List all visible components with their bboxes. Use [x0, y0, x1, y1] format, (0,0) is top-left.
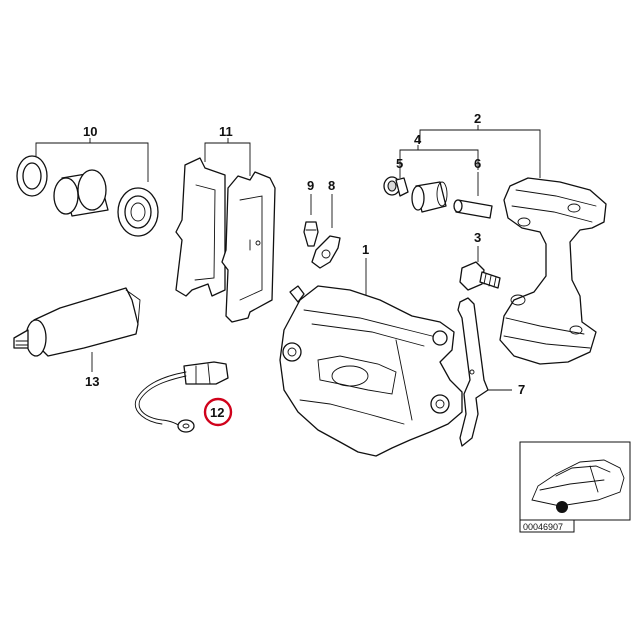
- spring-clip: [457, 297, 489, 447]
- pad-right: [221, 171, 276, 323]
- bolt-head: [459, 261, 485, 291]
- callout-2: 2: [474, 111, 481, 126]
- thumbnail-frame: [519, 441, 631, 521]
- thumbnail-ref-code: 00046907: [523, 522, 563, 532]
- callout-13: 13: [85, 374, 99, 389]
- wheel-marker-icon: [556, 501, 568, 513]
- callout-9: 9: [307, 178, 314, 193]
- tube-cap: [13, 329, 29, 349]
- bracket-11: [204, 142, 251, 176]
- part-9-bleeder-screw[interactable]: [303, 194, 319, 247]
- callout-4: 4: [414, 132, 422, 147]
- callout-8: 8: [328, 178, 335, 193]
- part-12-wear-sensor[interactable]: [134, 361, 229, 433]
- car-silhouette: [531, 459, 625, 507]
- bracket-10: [35, 142, 149, 182]
- part-6-guide-pin[interactable]: [411, 172, 493, 219]
- part-3-bolt[interactable]: [459, 246, 501, 291]
- bracket-2: [419, 129, 541, 178]
- callout-6: 6: [474, 156, 481, 171]
- bracket-4: [399, 149, 479, 172]
- sensor-wire: [138, 375, 187, 429]
- part-5-guide-boot[interactable]: [383, 172, 409, 197]
- sensor-connector: [183, 361, 229, 385]
- bleeder-screw: [303, 221, 319, 247]
- part-8-bleeder-cap[interactable]: [311, 194, 341, 269]
- callout-1: 1: [362, 242, 369, 257]
- callout-11: 11: [219, 124, 233, 139]
- bleeder-cap: [311, 235, 341, 269]
- caliper-body: [279, 285, 463, 457]
- vehicle-thumbnail[interactable]: 00046907: [519, 441, 631, 533]
- sensor-probe: [177, 419, 195, 433]
- part-7-anti-rattle-spring[interactable]: [457, 297, 512, 447]
- callout-5: 5: [396, 156, 403, 171]
- part-13-grease-tube[interactable]: [13, 287, 141, 372]
- callout-3: 3: [474, 230, 481, 245]
- highlight-ring-12: [203, 397, 233, 427]
- callout-12: 12: [210, 405, 224, 420]
- part-11-brake-pads[interactable]: [175, 138, 276, 323]
- caliper-bore: [282, 342, 302, 362]
- pad-left: [175, 157, 226, 297]
- carrier-body: [499, 177, 607, 365]
- part-4-guide-kit[interactable]: [399, 145, 479, 172]
- tube-body: [33, 287, 139, 357]
- callout-7: 7: [518, 382, 525, 397]
- callout-10: 10: [83, 124, 97, 139]
- part-10-piston-seal-kit[interactable]: [16, 138, 159, 237]
- part-1-caliper-housing[interactable]: [279, 258, 463, 457]
- part-2-caliper-carrier[interactable]: [419, 125, 607, 365]
